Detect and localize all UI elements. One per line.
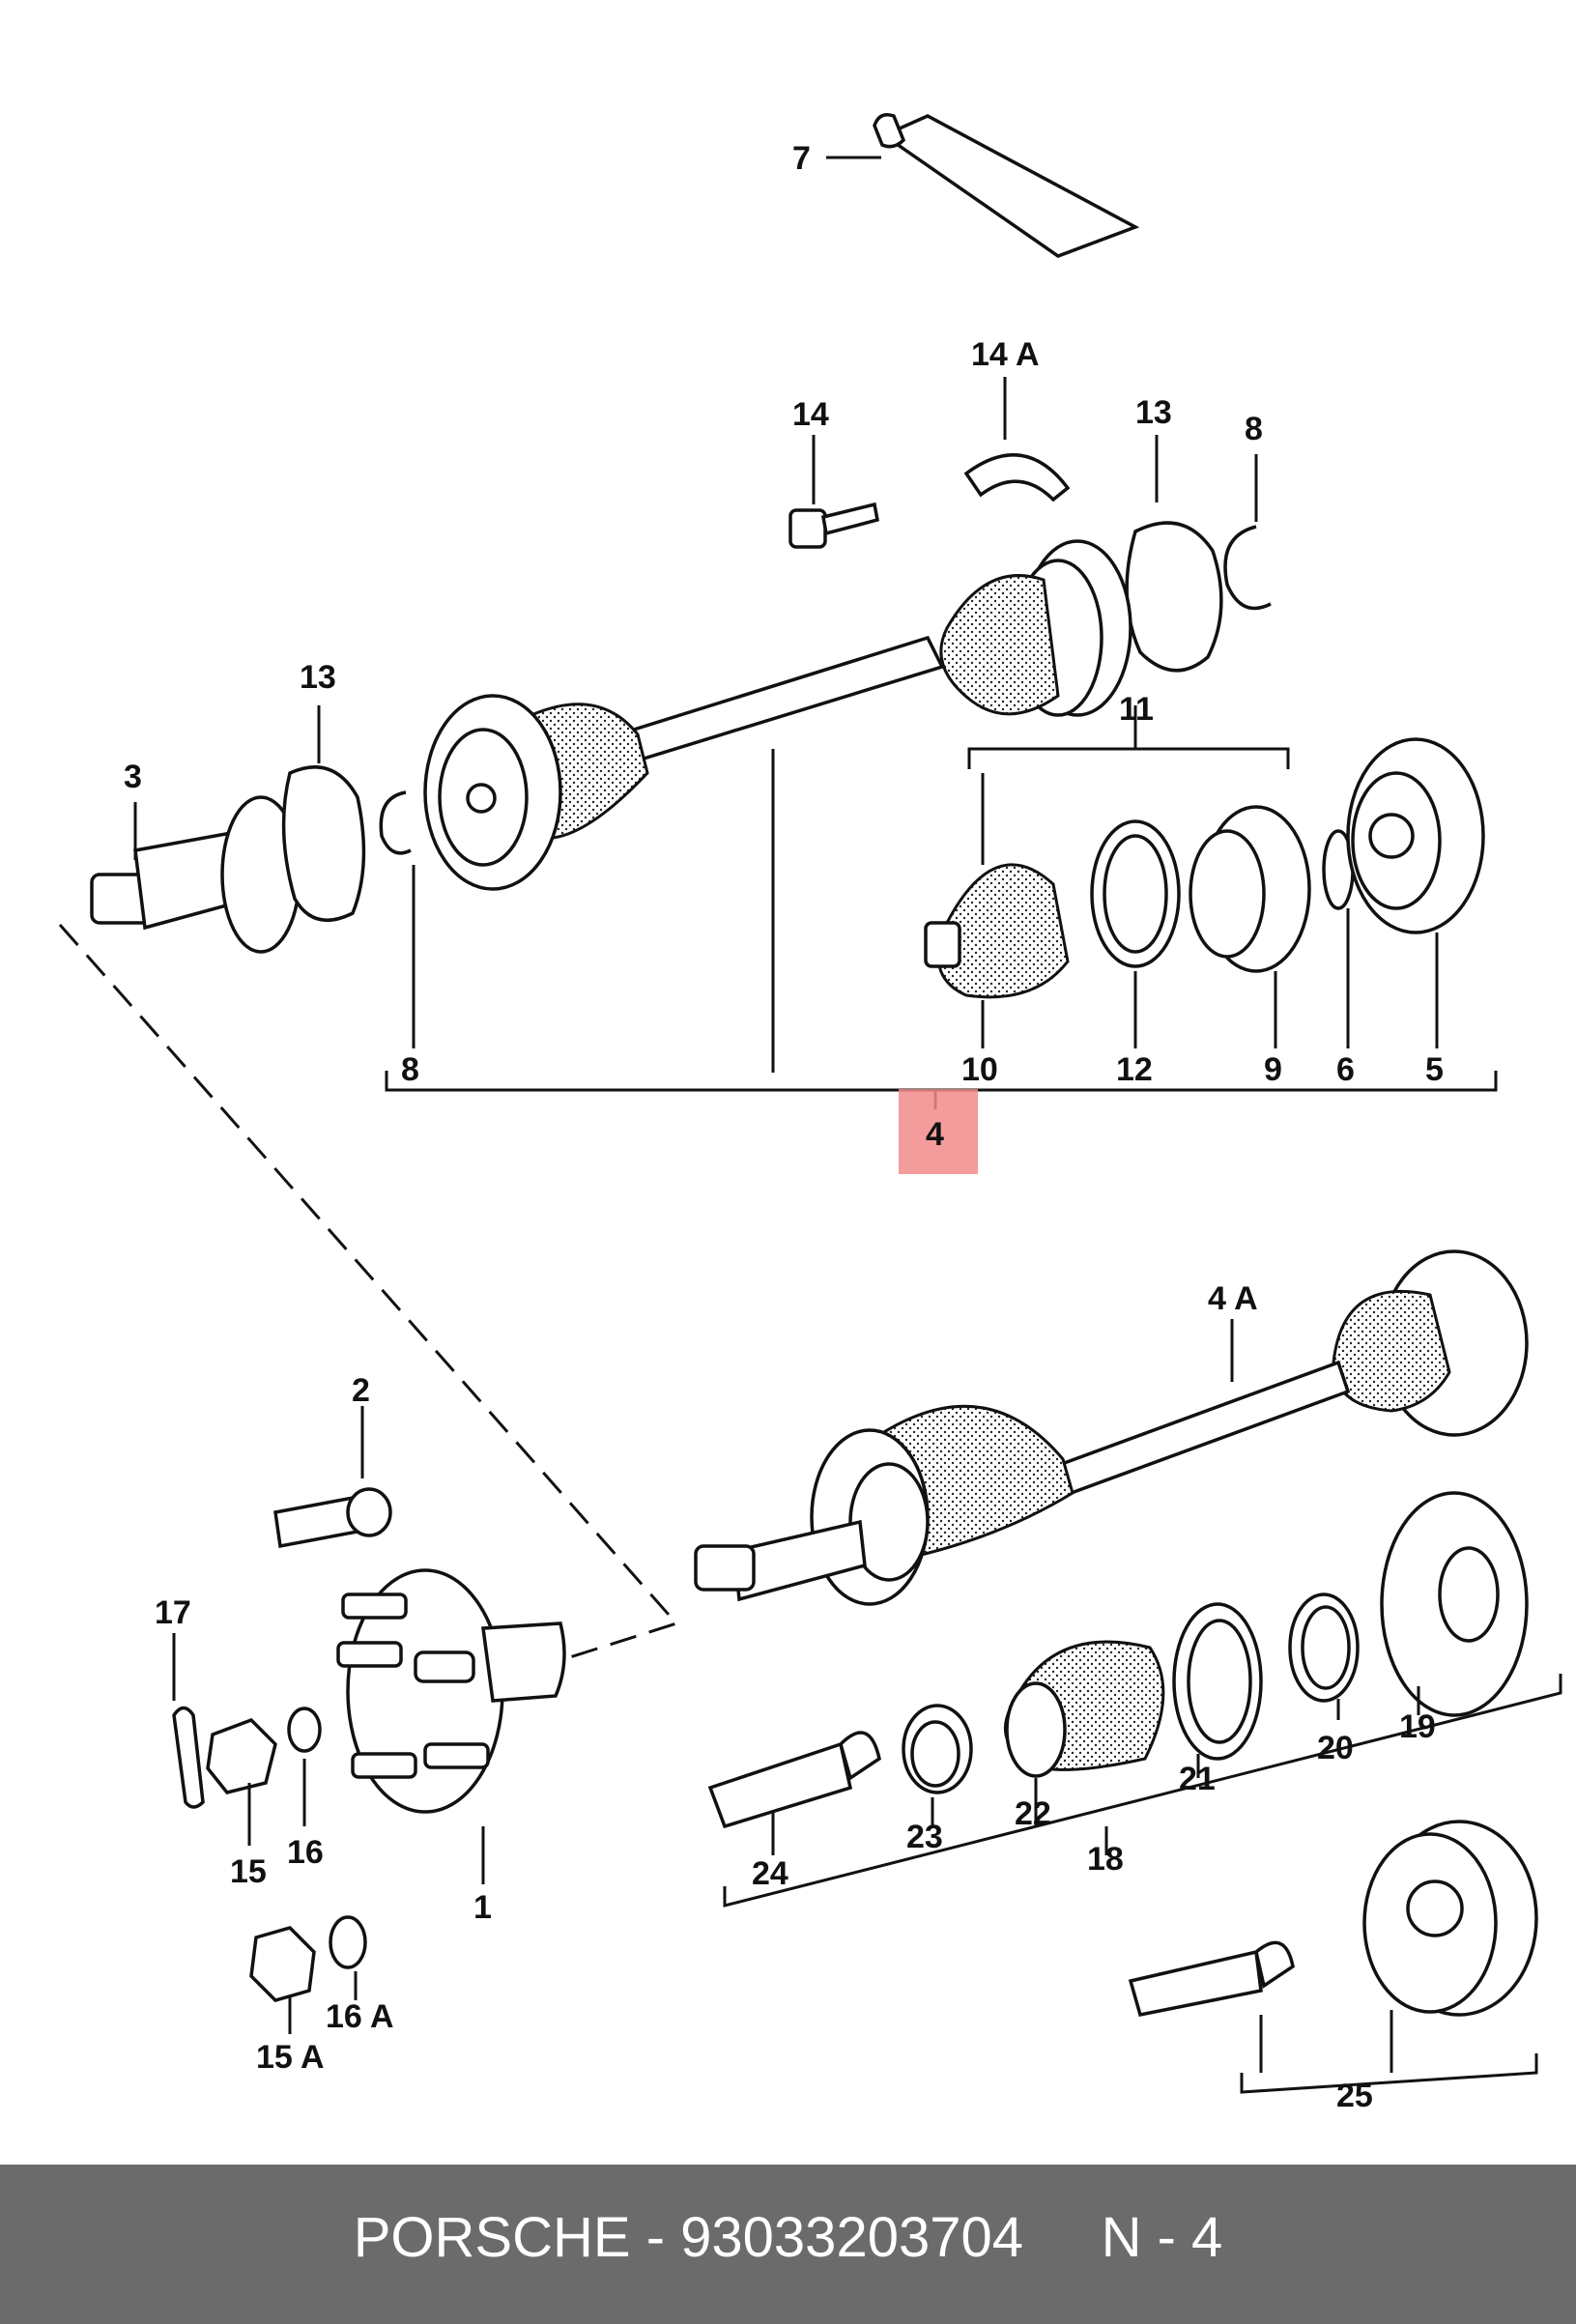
part-20-ring xyxy=(1288,1592,1360,1720)
part-10-boot xyxy=(924,863,1070,999)
part-15-castle-nut xyxy=(206,1717,277,1846)
callout-15a: 15 A xyxy=(256,2039,325,2076)
callout-17: 17 xyxy=(155,1594,191,1631)
callout-14a: 14 A xyxy=(971,336,1040,373)
bracket-25 xyxy=(1240,2053,1538,2094)
callout-8-top: 8 xyxy=(1245,411,1263,447)
part-number: 93033203704 xyxy=(680,2206,1023,2269)
callout-20: 20 xyxy=(1317,1730,1354,1766)
callout-6: 6 xyxy=(1336,1051,1355,1088)
part-17-cotter-pin xyxy=(172,1633,205,1809)
part-13-gasket-top xyxy=(1125,435,1223,673)
bracket-11 xyxy=(967,705,1290,769)
part-8-circlip-left xyxy=(379,790,412,855)
callout-10: 10 xyxy=(961,1051,998,1088)
highlight-box xyxy=(899,1089,978,1174)
part-2-bolt xyxy=(273,1406,392,1549)
bracket-18 xyxy=(723,1674,1562,1908)
part-14a-clip xyxy=(963,377,1071,502)
part-14-bolt xyxy=(788,435,880,549)
part-9-cv-joint xyxy=(1189,805,1311,973)
leader-lines-upper xyxy=(412,749,1439,1073)
part-23-clamp xyxy=(902,1704,973,1826)
part-1-hub xyxy=(336,1568,566,1884)
part-5-housing xyxy=(1346,737,1485,934)
parts-diagram: 7 14 A 14 13 8 13 3 11 8 10 12 9 6 5 4 4… xyxy=(58,113,1562,2114)
part-3-stub-axle xyxy=(90,795,301,954)
callout-16: 16 xyxy=(287,1834,324,1871)
brand-name: PORSCHE xyxy=(353,2206,631,2269)
part-16-washer xyxy=(287,1707,322,1826)
callout-18: 18 xyxy=(1087,1841,1124,1878)
callout-25: 25 xyxy=(1336,2078,1373,2114)
callout-24: 24 xyxy=(752,1855,788,1892)
part-12-clamp xyxy=(1090,819,1181,968)
callout-5: 5 xyxy=(1425,1051,1444,1088)
part-25-grease-tube xyxy=(1128,1940,1295,2073)
part-4-drive-shaft xyxy=(423,539,1132,891)
callout-4: 4 xyxy=(926,1116,944,1153)
callout-11: 11 xyxy=(1119,691,1154,728)
callout-7: 7 xyxy=(792,140,811,177)
callout-4a: 4 A xyxy=(1208,1280,1258,1317)
part-8-circlip-top xyxy=(1223,454,1272,611)
callout-14: 14 xyxy=(792,396,829,433)
callout-23: 23 xyxy=(906,1819,943,1855)
callout-21: 21 xyxy=(1179,1761,1216,1797)
callout-19: 19 xyxy=(1399,1708,1436,1745)
callout-9: 9 xyxy=(1264,1051,1282,1088)
separator: - xyxy=(645,2206,666,2269)
callout-12: 12 xyxy=(1116,1051,1153,1088)
part-25-joint xyxy=(1362,1820,1538,2073)
part-4a-drive-shaft xyxy=(694,1249,1529,1606)
part-19-housing xyxy=(1380,1491,1529,1717)
part-24-grease-tube xyxy=(707,1731,881,1855)
callout-13-left: 13 xyxy=(300,659,336,696)
callout-1: 1 xyxy=(473,1889,492,1926)
callout-3: 3 xyxy=(124,759,142,795)
callout-8: 8 xyxy=(401,1051,419,1088)
part-22-boot xyxy=(1003,1640,1165,1826)
callout-13-top: 13 xyxy=(1135,394,1172,431)
part-7-grease-tube xyxy=(826,113,1140,258)
dashed-connector xyxy=(58,924,679,1659)
part-21-clamp xyxy=(1172,1602,1263,1778)
callout-15: 15 xyxy=(230,1853,267,1890)
callout-16a: 16 A xyxy=(326,1998,394,2035)
callout-2: 2 xyxy=(352,1372,370,1409)
part-16a-washer xyxy=(329,1915,367,2000)
part-13-gasket-left xyxy=(281,705,366,922)
callout-22: 22 xyxy=(1015,1795,1051,1832)
footer-bar: PORSCHE - 93033203704 N - 4 xyxy=(0,2165,1576,2324)
part-15a-nut xyxy=(249,1926,316,2034)
footer-caption: PORSCHE - 93033203704 N - 4 xyxy=(0,2205,1576,2270)
page-reference: N - 4 xyxy=(1101,2206,1223,2269)
